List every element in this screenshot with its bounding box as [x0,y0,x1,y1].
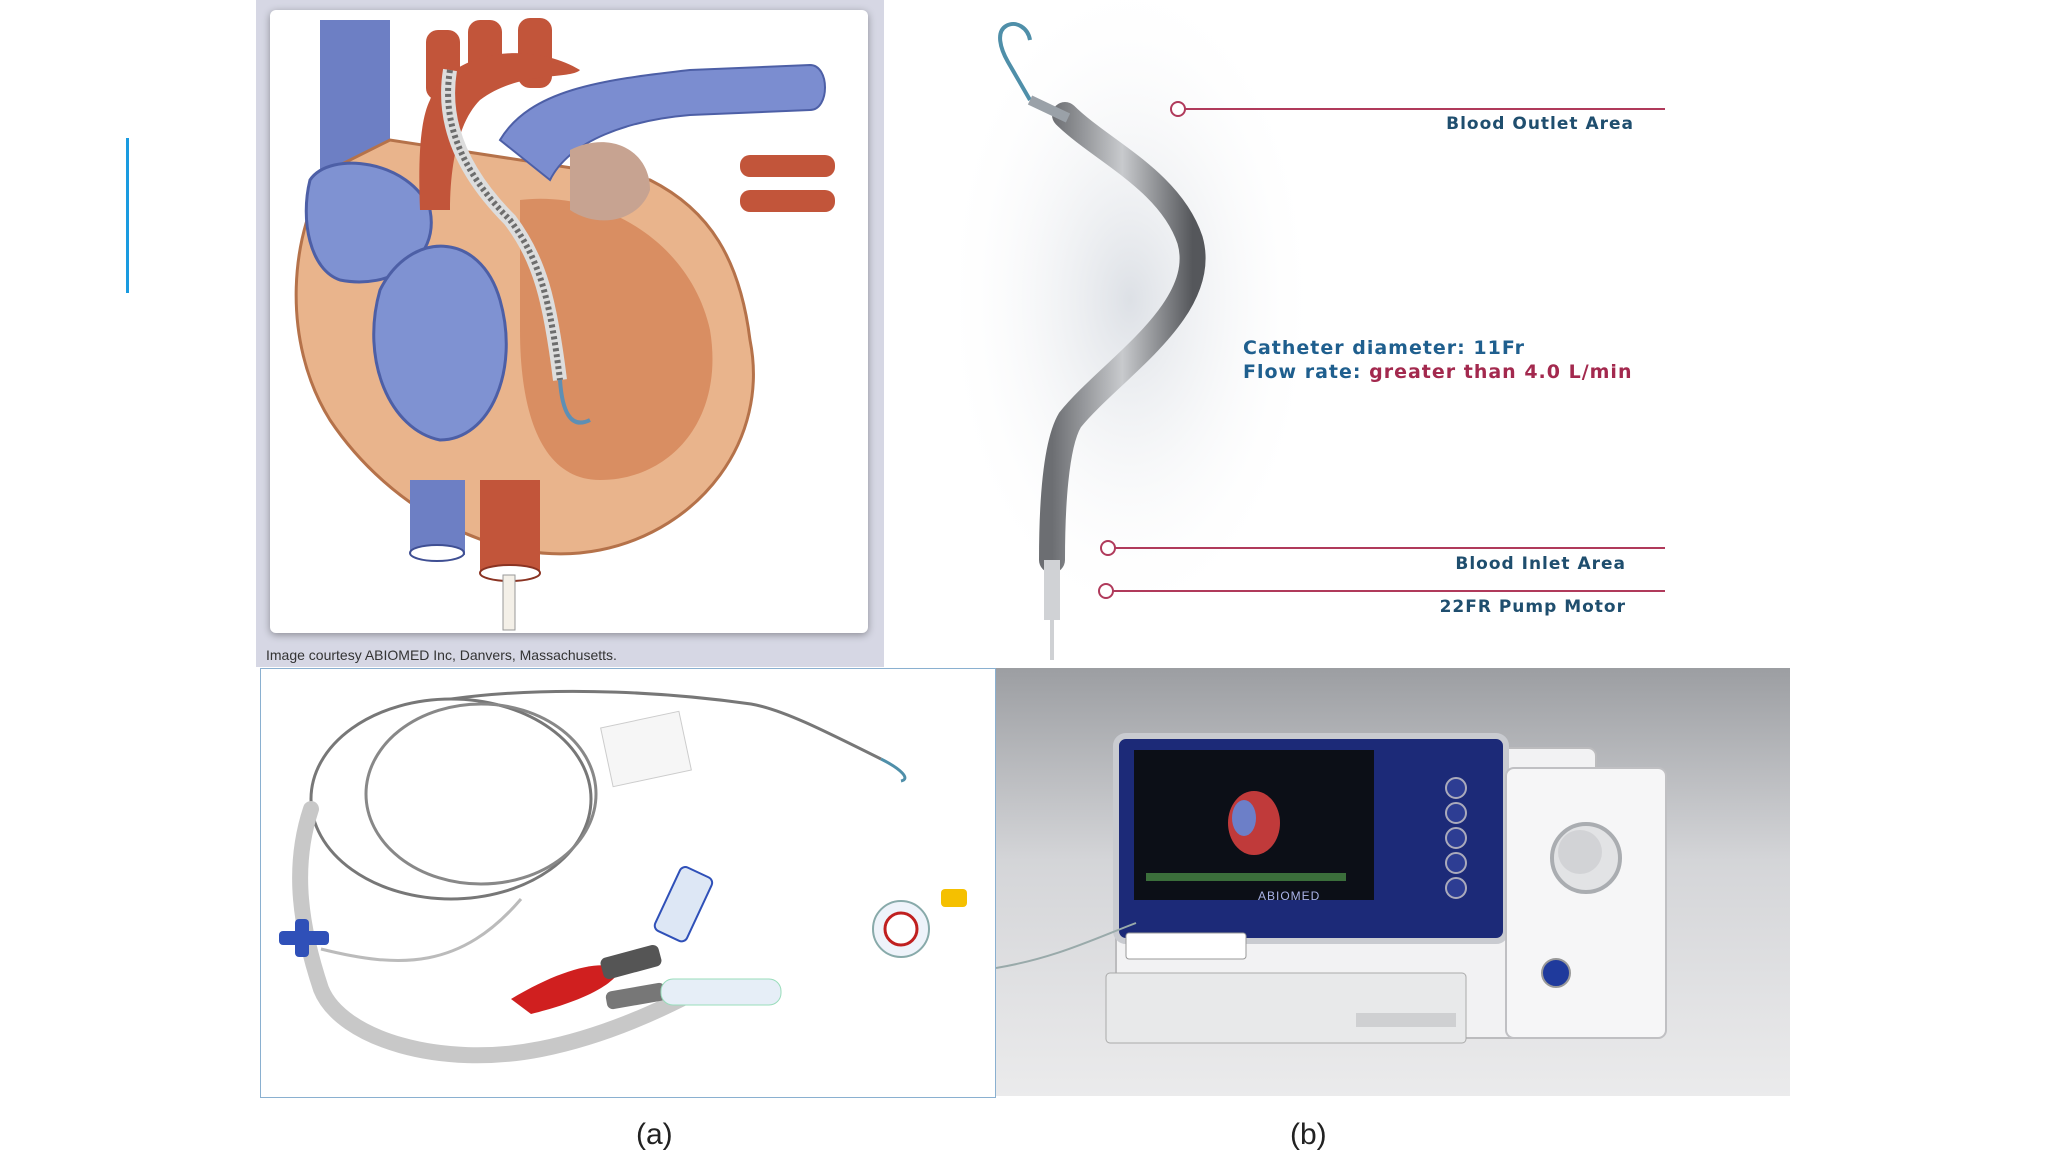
catheter-diameter-value: 11Fr [1473,337,1525,359]
heart-illustration [270,10,868,633]
flow-rate-value: greater than 4.0 L/min [1369,361,1633,383]
catheter-diameter-spec: Catheter diameter: 11Fr [1243,337,1525,359]
flow-rate-spec: Flow rate: greater than 4.0 L/min [1243,361,1632,383]
blood-inlet-label: Blood Inlet Area [1455,554,1626,574]
heart-illustration-panel: Image courtesy ABIOMED Inc, Danvers, Mas… [256,0,884,667]
pump-motor-label: 22FR Pump Motor [1439,597,1626,617]
catheter-diameter-label: Catheter diameter: [1243,337,1466,359]
controller-console-photo: ABIOMED [996,668,1790,1096]
heart-image-caption: Image courtesy ABIOMED Inc, Danvers, Mas… [266,647,617,663]
flow-rate-label: Flow rate: [1243,361,1362,383]
catheter-diagram: Blood Outlet Area Blood Inlet Area 22FR … [960,0,1720,660]
figure-label-b: (b) [1290,1118,1327,1151]
console-brand-logo: ABIOMED [1258,889,1321,903]
catheter-kit-photo [260,668,996,1098]
slide-accent-bar [126,138,129,293]
blood-outlet-label: Blood Outlet Area [1446,114,1634,134]
figure-label-a: (a) [636,1118,673,1151]
